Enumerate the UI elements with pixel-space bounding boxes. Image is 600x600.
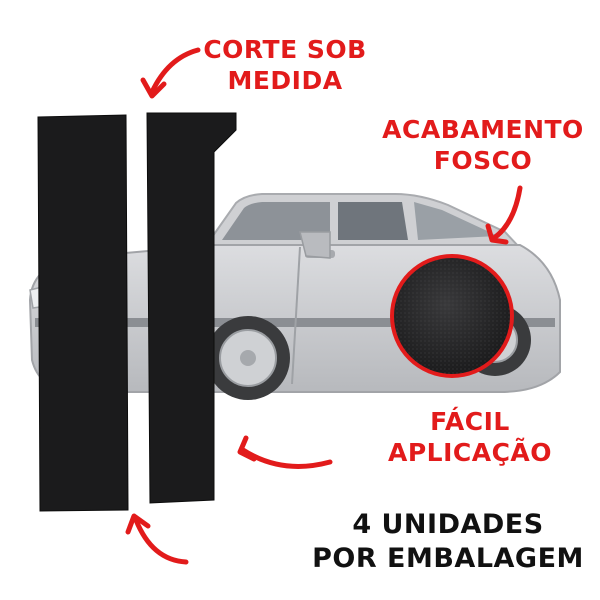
- easy-apply-line1: FÁCIL: [430, 407, 510, 436]
- package-line2: POR EMBALAGEM: [312, 543, 584, 574]
- pillar-strip-right: [146, 112, 237, 504]
- matte-finish-line1: ACABAMENTO: [382, 115, 584, 144]
- curved-arrow-icon: [485, 185, 523, 245]
- matte-finish-line2: FOSCO: [433, 146, 533, 175]
- curved-arrow-icon: [237, 435, 333, 469]
- pillar-strip-left: [37, 114, 129, 512]
- curved-arrow-icon: [140, 47, 201, 99]
- car-front-window: [414, 202, 498, 240]
- package-quantity: 4 UNIDADES POR EMBALAGEM: [306, 508, 590, 576]
- custom-cut-line1: CORTE SOB: [203, 35, 367, 64]
- car-side-window: [338, 202, 408, 240]
- custom-cut-line2: MEDIDA: [227, 66, 343, 95]
- easy-apply-callout: FÁCIL APLICAÇÃO: [382, 406, 558, 468]
- car-mirror: [299, 231, 331, 259]
- custom-cut-callout: CORTE SOB MEDIDA: [200, 34, 370, 96]
- car-rear-window: [222, 202, 330, 240]
- package-line1: 4 UNIDADES: [352, 509, 544, 540]
- curved-arrow-icon: [125, 513, 189, 565]
- car-door-line: [291, 246, 301, 385]
- matte-finish-callout: ACABAMENTO FOSCO: [380, 114, 586, 176]
- easy-apply-line2: APLICAÇÃO: [387, 438, 553, 467]
